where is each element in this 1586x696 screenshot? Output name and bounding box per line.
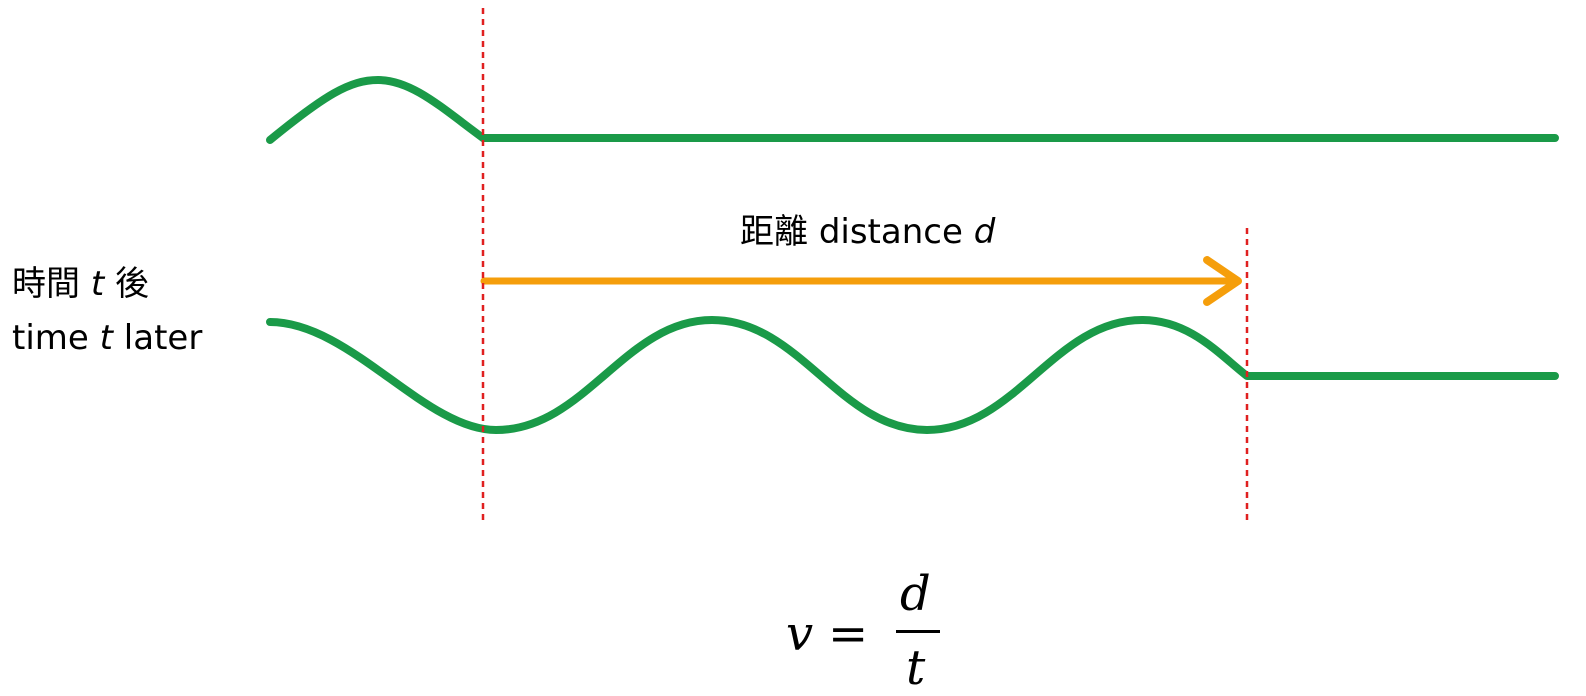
travelled-wave <box>266 316 1559 434</box>
distance-label: 距離 distance d <box>740 210 995 254</box>
distance-label-en: distance <box>818 212 963 252</box>
time-variable-cjk-line: t <box>90 264 105 304</box>
distance-label-cjk: 距離 <box>740 212 808 252</box>
time-later-cjk-label: 時間 t 後 <box>12 262 149 306</box>
distance-variable: d <box>973 212 996 252</box>
initial-wave-pulse <box>266 76 1559 144</box>
later-en-word: later <box>123 318 203 358</box>
formula-denominator: t <box>906 640 926 696</box>
later-cjk-word: 後 <box>114 264 149 304</box>
formula-velocity: v <box>786 606 814 662</box>
time-cjk-word: 時間 <box>12 264 80 304</box>
formula-fraction-bar <box>896 630 940 633</box>
time-en-word: time <box>12 318 89 358</box>
time-variable-en-line: t <box>99 318 113 358</box>
formula-equals: = <box>828 606 869 662</box>
speed-formula: v = d t <box>760 560 980 696</box>
formula-numerator: d <box>900 566 931 622</box>
time-later-en-label: time t later <box>12 316 202 360</box>
distance-arrow-head <box>1203 256 1242 306</box>
